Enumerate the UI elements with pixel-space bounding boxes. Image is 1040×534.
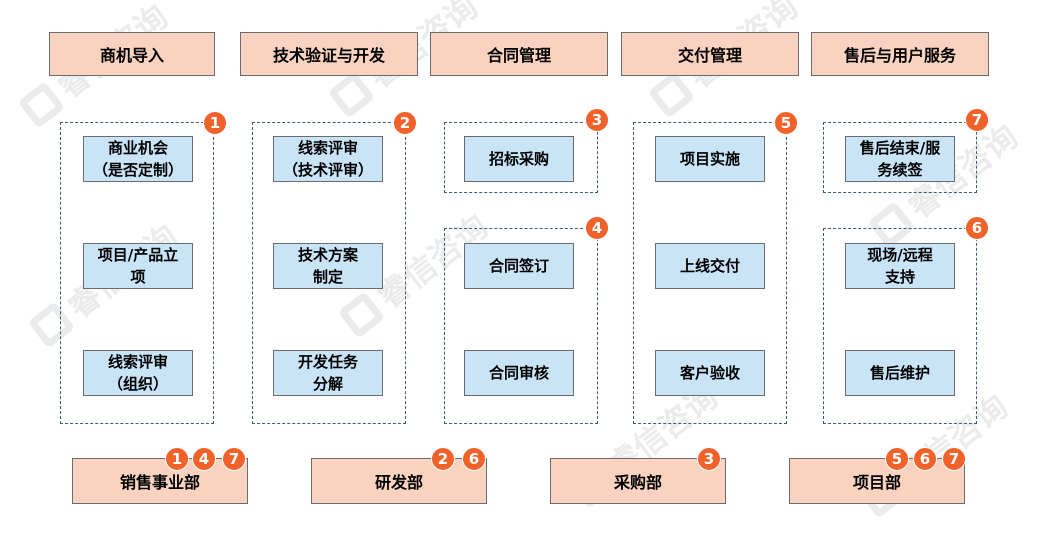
group-number-badge: 6: [965, 216, 989, 240]
watermark-logo-icon: [327, 71, 376, 119]
group-tech-validation: [252, 122, 406, 424]
task-contract-review: 合同审核: [464, 350, 574, 396]
phase-header-contract-management: 合同管理: [430, 32, 608, 76]
group-after-sales-support: [823, 228, 977, 424]
task-business-opportunity: 商业机会 （是否定制）: [83, 136, 193, 182]
task-dev-breakdown: 开发任务 分解: [273, 350, 383, 396]
dept-procurement: 采购部: [550, 458, 726, 504]
phase-header-after-sales: 售后与用户服务: [811, 32, 989, 76]
task-go-live-delivery: 上线交付: [655, 243, 765, 289]
phase-header-lead-intake: 商机导入: [49, 32, 215, 76]
dept-badge: 6: [462, 447, 486, 471]
task-after-sales-renewal: 售后结束/服 务续签: [845, 136, 955, 182]
task-after-sales-maintenance: 售后维护: [845, 350, 955, 396]
group-number-badge: 5: [774, 111, 798, 135]
task-project-initiation: 项目/产品立 项: [83, 243, 193, 289]
task-contract-signing: 合同签订: [464, 243, 574, 289]
group-number-badge: 1: [203, 111, 227, 135]
group-lead-intake: [60, 122, 214, 424]
phase-header-delivery-management: 交付管理: [621, 32, 799, 76]
dept-badge: 4: [192, 447, 216, 471]
task-tech-solution: 技术方案 制定: [273, 243, 383, 289]
watermark-logo-icon: [17, 81, 66, 129]
dept-badge: 3: [697, 447, 721, 471]
dept-badge: 6: [913, 447, 937, 471]
watermark-logo-icon: [647, 71, 696, 119]
task-project-implementation: 项目实施: [655, 136, 765, 182]
task-onsite-remote-support: 现场/远程 支持: [845, 243, 955, 289]
dept-badge: 7: [942, 447, 966, 471]
dept-badge: 5: [885, 447, 909, 471]
dept-badge: 2: [431, 447, 455, 471]
group-after-sales-renewal: [823, 122, 977, 193]
dept-badge: 1: [165, 447, 189, 471]
task-customer-acceptance: 客户验收: [655, 350, 765, 396]
group-number-badge: 4: [585, 216, 609, 240]
phase-header-tech-validation: 技术验证与开发: [240, 32, 418, 76]
task-tender-procurement: 招标采购: [464, 136, 574, 182]
group-procurement: [444, 122, 598, 193]
group-delivery: [633, 122, 787, 424]
group-number-badge: 3: [585, 108, 609, 132]
dept-project: 项目部: [789, 458, 965, 504]
dept-rnd: 研发部: [311, 458, 487, 504]
group-number-badge: 7: [965, 108, 989, 132]
group-number-badge: 2: [393, 111, 417, 135]
task-lead-review-tech: 线索评审 （技术评审）: [273, 136, 383, 182]
dept-badge: 7: [222, 447, 246, 471]
task-lead-review-org: 线索评审 （组织）: [83, 350, 193, 396]
dept-sales: 销售事业部: [72, 458, 248, 504]
group-contract: [444, 228, 598, 424]
